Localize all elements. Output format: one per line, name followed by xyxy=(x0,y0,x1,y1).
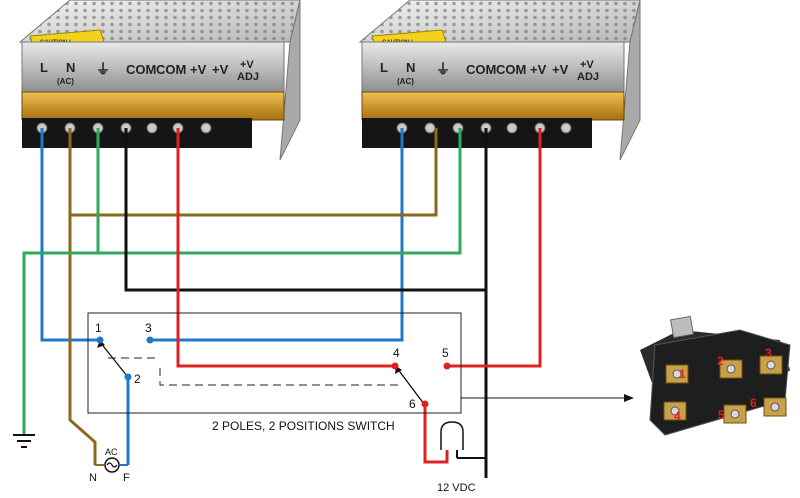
label-v-2: +V xyxy=(552,62,569,77)
phase-label: F xyxy=(123,472,130,484)
wire-green-earth xyxy=(22,251,98,435)
wire-brown-bridge xyxy=(70,128,438,217)
neutral-label: N xyxy=(89,472,97,484)
switch-pin-label: 5 xyxy=(442,346,449,360)
toggle-switch-photo: 1 2 3 4 5 6 xyxy=(640,315,791,436)
terminal-cover xyxy=(21,91,285,121)
label-adj: ADJ xyxy=(237,71,259,83)
switch-pin-label: 6 xyxy=(409,397,416,411)
output-voltage-label: 12 VDC xyxy=(437,482,476,494)
switch-pin-dot xyxy=(124,373,132,381)
label-v-1: +V xyxy=(190,62,207,77)
pole-1-lever xyxy=(99,341,128,377)
label-ac: (AC) xyxy=(57,77,74,86)
terminal-block xyxy=(362,118,592,148)
switch-pin-dot xyxy=(391,362,399,370)
terminal-cover xyxy=(361,91,625,121)
switch-pin-dot xyxy=(96,336,104,344)
switch-pin-labels: 1 2 3 4 5 6 xyxy=(95,321,449,411)
photo-pin-labels: 1 2 3 4 5 6 xyxy=(674,346,772,423)
switch-pin-label: 2 xyxy=(134,372,141,386)
wire-black-left-com xyxy=(124,128,486,292)
tab-screws xyxy=(670,360,780,419)
label-v-1: +V xyxy=(530,62,547,77)
wire-green-bridge xyxy=(96,128,462,255)
psu-front-plate xyxy=(361,41,625,93)
terminal-screws xyxy=(36,122,212,134)
psu-side-panel xyxy=(279,0,301,161)
ground-icon: ⏚ xyxy=(436,61,450,77)
wire-blue-left-psu xyxy=(40,128,100,342)
switch-title: 2 POLES, 2 POSITIONS SWITCH xyxy=(212,419,395,433)
ac-label: AC xyxy=(105,447,118,457)
wire-red-right-v xyxy=(447,128,542,368)
wire-brown-neutral xyxy=(68,128,97,465)
photo-pin-label: 1 xyxy=(679,367,686,381)
label-com-2: COM xyxy=(496,62,526,77)
switch-schematic: 1 2 3 4 5 6 2 POLES, 2 POSITIONS SWITCH xyxy=(87,312,634,433)
label-n: N xyxy=(406,60,415,75)
switch-pin-dot xyxy=(443,362,451,370)
switch-box xyxy=(87,312,462,414)
mechanical-link-bottom xyxy=(159,368,400,386)
label-com-1: COM xyxy=(126,62,156,77)
photo-pin-label: 6 xyxy=(750,396,757,410)
label-v-3: +V xyxy=(580,59,594,71)
label-ac: (AC) xyxy=(397,77,414,86)
terminal-block xyxy=(22,118,252,148)
switch-pin-label: 3 xyxy=(145,321,152,335)
power-supply-right: CAUTION ! L N (AC) ⏚ COM COM +V +V +V AD… xyxy=(358,0,641,161)
label-com-1: COM xyxy=(466,62,496,77)
label-l: L xyxy=(40,60,48,75)
photo-pin-label: 3 xyxy=(765,346,772,360)
wires xyxy=(22,128,542,478)
sine-wave-icon xyxy=(106,462,118,468)
switch-pin-label: 4 xyxy=(393,346,400,360)
label-adj: ADJ xyxy=(577,71,599,83)
psu-side-panel xyxy=(619,0,641,161)
earth-ground-icon xyxy=(13,434,35,448)
label-n: N xyxy=(66,60,75,75)
pole-2-lever xyxy=(396,367,425,405)
ground-icon: ⏚ xyxy=(96,61,110,77)
photo-pin-label: 4 xyxy=(674,409,681,423)
pole-1-arrow-icon xyxy=(97,340,105,348)
label-l: L xyxy=(380,60,388,75)
ac-source: AC N F xyxy=(89,447,130,484)
pointer-arrow-icon xyxy=(624,394,634,402)
label-com-2: COM xyxy=(156,62,186,77)
lamp-icon xyxy=(440,421,464,450)
terminal-labels: L N (AC) ⏚ COM COM +V +V +V ADJ xyxy=(380,59,599,86)
label-v-2: +V xyxy=(212,62,229,77)
photo-pin-label: 5 xyxy=(718,408,725,422)
switch-pin-dot xyxy=(146,336,154,344)
photo-pin-label: 2 xyxy=(717,354,724,368)
output-lamp: 12 VDC xyxy=(437,421,486,494)
power-supply-left: CAUTION ! L N (AC) ⏚ COM COM +V +V +V AD… xyxy=(18,0,301,161)
toggle-lever xyxy=(670,315,694,339)
terminal-labels: L N (AC) ⏚ COM COM +V +V +V ADJ xyxy=(40,59,259,86)
label-v-3: +V xyxy=(240,59,254,71)
wire-red-left-v xyxy=(176,128,395,368)
switch-pin-dot xyxy=(421,400,429,408)
wire-blue-right-psu xyxy=(150,128,404,342)
switch-pin-label: 1 xyxy=(95,321,102,335)
